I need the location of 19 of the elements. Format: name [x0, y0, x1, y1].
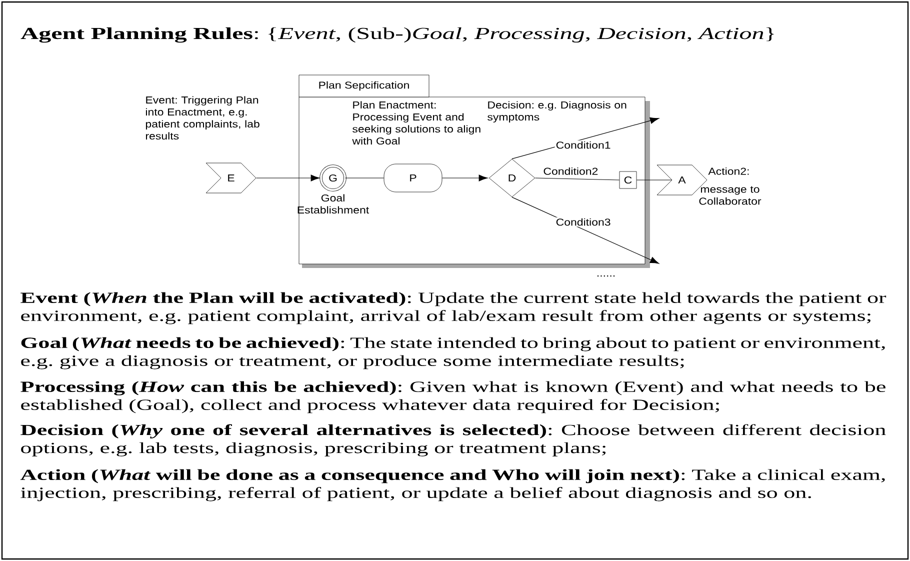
node-caption: Goal Establishment: [298, 194, 370, 214]
title: Agent Planning Rules: {Event, (Sub-)Goal, Processing, Decision, Action}: [20, 27, 774, 43]
node-caption: Event: Triggering Plan into Enactment, e.g. patient complaints, lab results: [146, 96, 260, 140]
node-caption: Decision: e.g. Diagnosis on symptoms: [488, 101, 626, 122]
process-box: P: [384, 164, 442, 192]
paragraph: Goal (What needs to be achieved): The state intended to bring about to patient or environment, e.g. give a diagnosis or treatment, or produce some intermediate results;: [21, 337, 885, 370]
paragraph: Action (What will be done as a consequence and Who will join next): Take a clinical exam, injection, prescribing, referral of patient, or update a belief about diagnosis and so on.: [20, 469, 885, 502]
paragraph: Processing (How can this be achieved): Given what is known (Event) and what needs to be established (Goal), collect and process whatever data required for Decision;: [20, 381, 886, 414]
event-chevron: E: [206, 162, 256, 194]
node-caption: Action2:: [708, 167, 749, 175]
arrow: [512, 196, 660, 264]
arrow: [442, 174, 488, 182]
node-label: Plan Sepcification: [319, 81, 409, 91]
ellipsis: ......: [597, 275, 615, 277]
paragraph: Event (When the Plan will be activated): Update the current state held towards the patient or environment, e.g. patient complaint, arrival of lab/exam result from other agents or systems;: [20, 292, 886, 324]
condition-box: C: [619, 171, 637, 189]
arrow: [256, 174, 320, 182]
node-caption: Plan Enactment: Processing Event and seeking solutions to align with Goal: [352, 101, 480, 145]
paragraph: Decision (Why one of several alternatives is selected): Choose between different decision options, e.g. lab tests, diagnosis, prescribing or treatment plans;: [20, 424, 886, 456]
